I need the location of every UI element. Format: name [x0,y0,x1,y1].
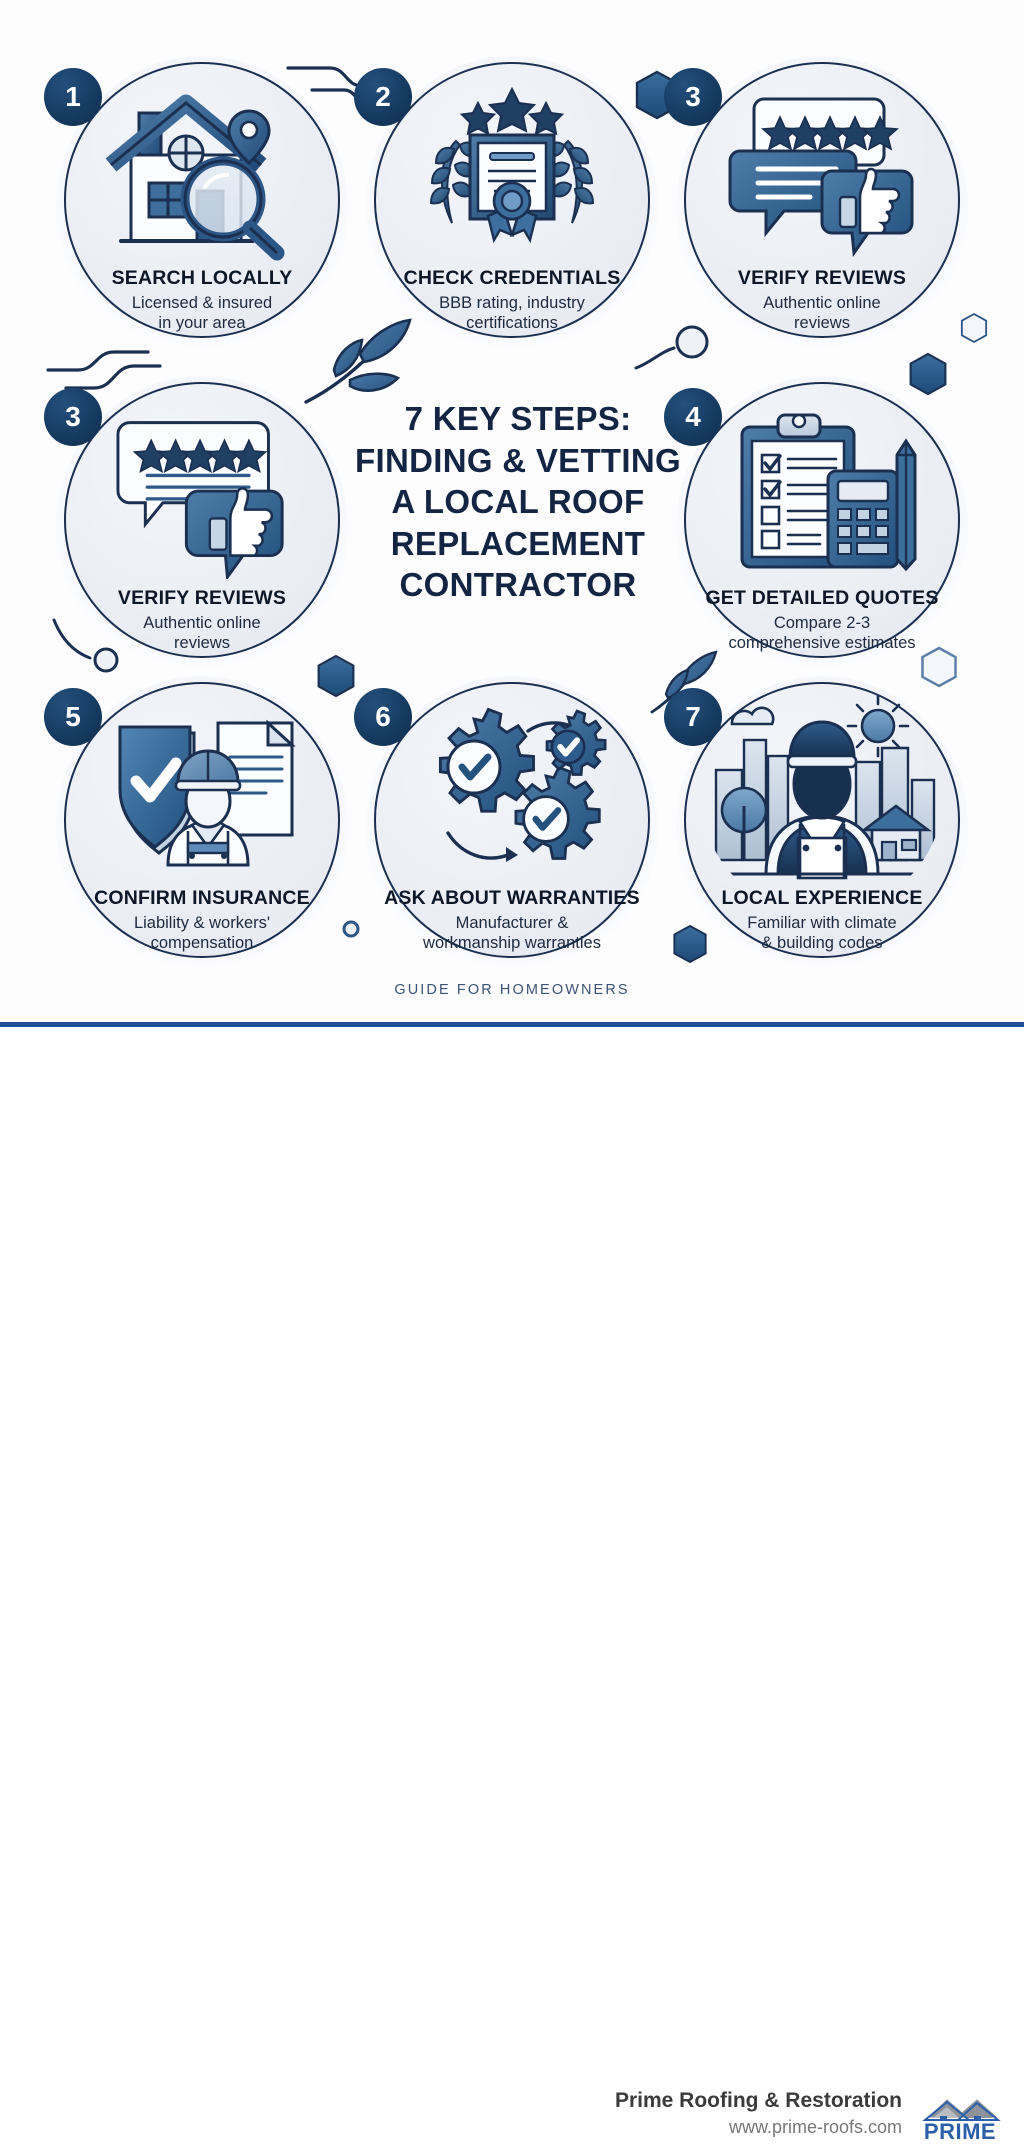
step-subtitle-line-1: Licensed & insured [131,294,273,313]
card-text: GET DETAILED QUOTES Compare 2-3 comprehe… [666,587,978,654]
step-title: GET DETAILED QUOTES [705,587,939,609]
step-subtitle-line-1: Liability & workers' [133,914,271,933]
step-title: SEARCH LOCALLY [111,267,293,289]
footer: Prime Roofing & Restoration www.prime-ro… [0,1027,1024,2144]
step-subtitle-line-2: certifications [466,314,558,333]
step-subtitle: Authentic online reviews [46,614,358,654]
infographic-title: 7 KEY STEPS: FINDING & VETTING A LOCAL R… [332,398,704,606]
step-subtitle-line-2: compensation [150,934,254,953]
card-text: ASK ABOUT WARRANTIES Manufacturer & work… [356,887,668,954]
step-card-3[interactable]: 3 [664,56,972,362]
step-number-badge: 6 [354,688,412,746]
step-number-badge: 1 [44,68,102,126]
footer-divider [0,1022,1024,1027]
review-bubbles-thumbsup-icon [684,78,960,268]
title-line-4: REPLACEMENT [390,524,646,562]
card-text: VERIFY REVIEWS Authentic online reviews [46,587,358,654]
step-title: VERIFY REVIEWS [117,587,287,609]
review-bubbles-thumbsup-icon [64,398,340,588]
step-title: VERIFY REVIEWS [737,267,907,289]
step-number-badge: 2 [354,68,412,126]
card-text: CONFIRM INSURANCE Liability & workers' c… [46,887,358,954]
clipboard-calculator-pencil-icon [684,398,960,588]
step-number-badge: 3 [664,68,722,126]
footer-website-url[interactable]: www.prime-roofs.com [728,2117,902,2137]
step-subtitle-line-1: Familiar with climate [747,914,897,933]
gears-check-icon [374,698,650,888]
title-line-1: 7 KEY STEPS: [404,400,632,437]
step-subtitle: BBB rating, industry certifications [356,294,668,334]
step-subtitle: Liability & workers' compensation [46,914,358,954]
step-subtitle: Licensed & insured in your area [46,294,358,334]
step-subtitle-line-2: comprehensive estimates [728,634,916,653]
card-text: SEARCH LOCALLY Licensed & insured in you… [46,267,358,334]
step-subtitle-line-2: workmanship warranties [423,934,601,953]
guide-label: GUIDE FOR HOMEOWNERS [394,982,630,998]
logo-wordmark: PRIME [924,2119,996,2144]
card-text: CHECK CREDENTIALS BBB rating, industry c… [356,267,668,334]
step-title: ASK ABOUT WARRANTIES [384,887,640,909]
step-subtitle-line-1: Manufacturer & [455,914,569,933]
step-subtitle: Familiar with climate & building codes [666,914,978,954]
step-title: CHECK CREDENTIALS [403,267,621,289]
title-line-3: A LOCAL ROOF [391,483,645,521]
step-number-badge: 4 [664,388,722,446]
step-card-5[interactable]: 5 [44,676,352,982]
worker-cityscape-sun-icon [684,688,960,896]
step-subtitle-line-2: reviews [794,314,850,333]
step-title: CONFIRM INSURANCE [94,887,310,909]
title-line-5: CONTRACTOR [399,566,637,604]
step-subtitle-line-1: BBB rating, industry [439,294,585,313]
step-number-badge: 5 [44,688,102,746]
step-card-7[interactable]: 7 LOCAL EXPERIENCE Familiar with climate… [664,676,972,982]
certificate-laurel-stars-icon [374,78,650,268]
step-subtitle-line-1: Compare 2-3 [773,614,871,633]
card-text: LOCAL EXPERIENCE Familiar with climate &… [666,887,978,954]
step-card-6[interactable]: 6 [354,676,662,982]
step-title: LOCAL EXPERIENCE [721,887,923,909]
step-number-badge: 3 [44,388,102,446]
step-subtitle-line-2: in your area [158,314,246,333]
step-subtitle-line-2: & building codes [761,934,883,953]
step-card-1[interactable]: 1 [44,56,352,362]
step-subtitle-line-2: reviews [174,634,230,653]
step-subtitle-line-1: Authentic online [763,294,881,313]
prime-logo: PRIME [922,2099,1001,2144]
shield-worker-document-icon [64,698,340,888]
step-subtitle: Manufacturer & workmanship warranties [356,914,668,954]
steps-grid: 1 [0,0,1024,1000]
step-card-2[interactable]: 2 [354,56,662,362]
step-subtitle-line-1: Authentic online [143,614,261,633]
card-text: VERIFY REVIEWS Authentic online reviews [666,267,978,334]
step-card-4[interactable]: 4 [664,376,972,682]
title-line-2: FINDING & VETTING [355,441,681,479]
step-card-3-duplicate[interactable]: 3 [44,376,352,682]
step-number-badge: 7 [664,688,722,746]
step-subtitle: Authentic online reviews [666,294,978,334]
step-subtitle: Compare 2-3 comprehensive estimates [666,614,978,654]
house-magnifier-pin-icon [64,78,340,268]
footer-brand-name: Prime Roofing & Restoration [614,2089,902,2112]
